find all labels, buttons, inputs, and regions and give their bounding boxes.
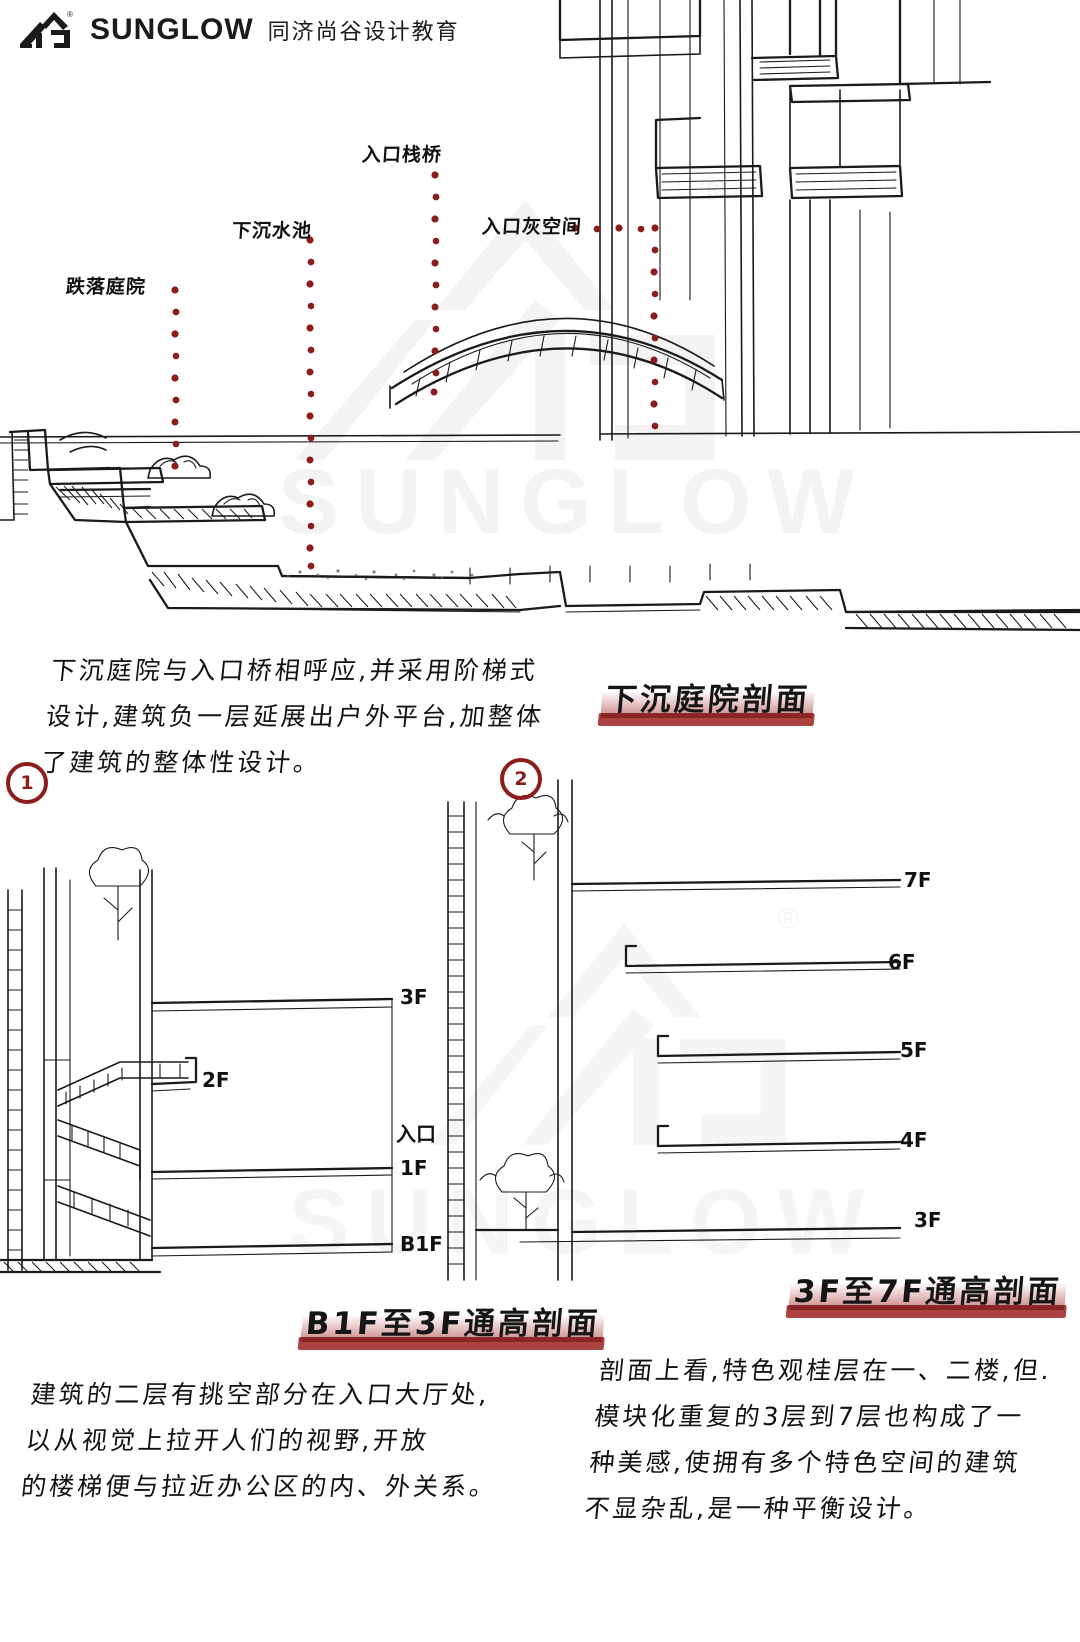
sunglow-building-logo-icon: ® <box>18 8 76 52</box>
section-title-text: 下沉庭院剖面 <box>604 682 812 718</box>
floor-label-7f: 7F <box>904 868 932 892</box>
caption-line: 不显杂乱,是一种平衡设计。 <box>583 1494 934 1523</box>
floor-label-entrance: 入口 <box>396 1122 436 1146</box>
caption-line: 建筑的二层有挑空部分在入口大厅处, <box>29 1380 492 1409</box>
section-title-b1f-to-3f: B1F至3F通高剖面 <box>297 1296 609 1350</box>
floor-label-3f-left: 3F <box>400 985 428 1009</box>
brand-name-en: SUNGLOW <box>90 13 254 46</box>
annotation-leaders-section-1 <box>171 171 659 570</box>
annotation-sunken-pool: 下沉水池 <box>231 220 313 242</box>
caption-sunken-courtyard: 下沉庭院与入口桥相呼应,并采用阶梯式 设计,建筑负一层延展出户外平台,加整体 了… <box>39 648 551 786</box>
section-marker-2: 2 <box>500 758 542 800</box>
floor-label-2f-left: 2F <box>202 1068 230 1092</box>
caption-line: 下沉庭院与入口桥相呼应,并采用阶梯式 <box>49 656 540 685</box>
section-title-3f-to-7f: 3F至7F通高剖面 <box>785 1264 1070 1318</box>
3f-to-7f-drawing <box>430 779 1050 1310</box>
brand-name-cn: 同济尚谷设计教育 <box>267 19 460 44</box>
section-title-text: 3F至7F通高剖面 <box>792 1274 1063 1310</box>
floor-label-1f-left: 1F <box>400 1156 428 1180</box>
svg-text:®: ® <box>67 10 73 19</box>
floor-label-b1f-left: B1F <box>400 1232 443 1256</box>
annotation-terraced-courtyard: 跌落庭院 <box>65 276 147 298</box>
section-title-text: B1F至3F通高剖面 <box>304 1306 602 1342</box>
caption-line: 以从视觉上拉开人们的视野,开放 <box>24 1426 431 1455</box>
caption-line: 模块化重复的3层到7层也构成了一 <box>592 1402 1026 1431</box>
b1f-to-3f-drawing <box>0 790 540 1310</box>
caption-line: 设计,建筑负一层延展出户外平台,加整体 <box>44 702 546 731</box>
caption-line: 剖面上看,特色观桂层在一、二楼,但. <box>597 1356 1054 1385</box>
caption-line: 了建筑的整体性设计。 <box>39 748 323 777</box>
annotation-entrance-grey-space: 入口灰空间 <box>481 216 583 238</box>
section-title-sunken-courtyard: 下沉庭院剖面 <box>597 672 819 726</box>
floor-label-3f-right: 3F <box>914 1208 942 1232</box>
section-marker-1: 1 <box>6 762 48 804</box>
floor-label-5f: 5F <box>900 1038 928 1062</box>
caption-b1f-to-3f: 建筑的二层有挑空部分在入口大厅处, 以从视觉上拉开人们的视野,开放 的楼梯便与拉… <box>19 1372 510 1510</box>
floor-label-6f: 6F <box>888 950 916 974</box>
annotation-entrance-trestle-bridge: 入口栈桥 <box>361 144 443 166</box>
caption-3f-to-7f: 剖面上看,特色观桂层在一、二楼,但. 模块化重复的3层到7层也构成了一 种美感,… <box>582 1348 1054 1532</box>
brand-header: ® SUNGLOW 同济尚谷设计教育 <box>18 8 460 52</box>
caption-line: 的楼梯便与拉近办公区的内、外关系。 <box>19 1472 499 1501</box>
caption-line: 种美感,使拥有多个特色空间的建筑 <box>588 1448 1023 1477</box>
floor-label-4f: 4F <box>900 1128 928 1152</box>
